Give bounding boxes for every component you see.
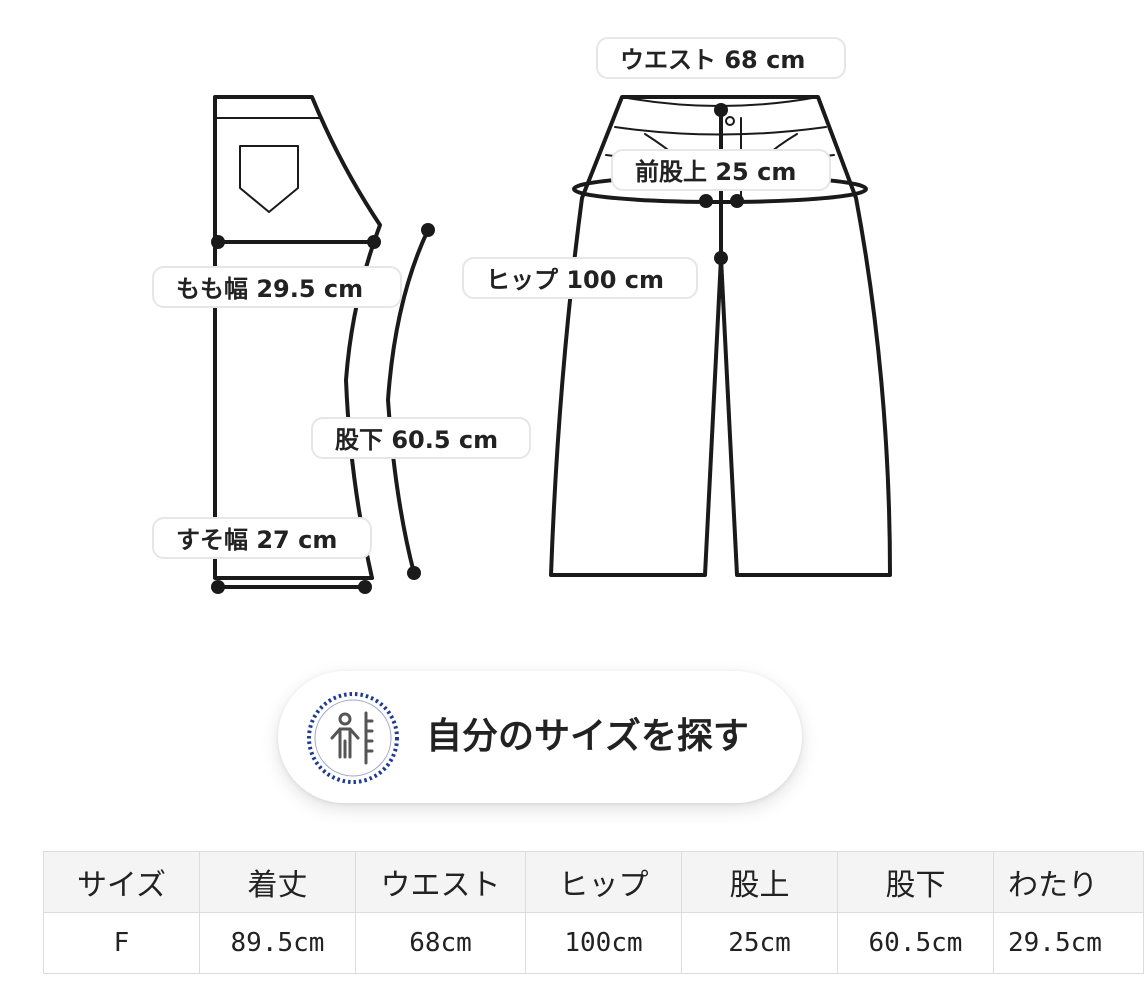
header-size: サイズ — [43, 851, 200, 913]
body-measure-icon — [304, 689, 402, 787]
hem-width-label: すそ幅 27 cm — [152, 517, 372, 559]
header-hip: ヒップ — [525, 851, 682, 913]
size-table-header-row: サイズ 着丈 ウエスト ヒップ 股上 股下 わたり — [43, 851, 1144, 913]
inseam-label: 股下 60.5 cm — [311, 417, 531, 459]
find-my-size-button[interactable]: 自分のサイズを探す — [278, 671, 802, 803]
front-view-pants — [549, 95, 892, 577]
header-inseam: 股下 — [837, 851, 994, 913]
thigh-width-label: もも幅 29.5 cm — [152, 266, 402, 308]
find-my-size-label: 自分のサイズを探す — [426, 716, 749, 757]
cell-thigh: 29.5cm — [993, 912, 1144, 974]
hip-label: ヒップ 100 cm — [462, 257, 698, 299]
side-view-leg — [213, 95, 382, 580]
back-pocket — [239, 145, 299, 213]
front-rise-label: 前股上 25 cm — [611, 149, 831, 191]
cell-rise: 25cm — [681, 912, 838, 974]
cell-waist: 68cm — [355, 912, 526, 974]
table-row: F 89.5cm 68cm 100cm 25cm 60.5cm 29.5cm — [43, 912, 1144, 974]
cell-inseam: 60.5cm — [837, 912, 994, 974]
header-length: 着丈 — [199, 851, 356, 913]
cell-hip: 100cm — [525, 912, 682, 974]
header-waist: ウエスト — [355, 851, 526, 913]
cell-size: F — [43, 912, 200, 974]
waist-label: ウエスト 68 cm — [596, 37, 846, 79]
cell-length: 89.5cm — [199, 912, 356, 974]
inseam-line — [386, 228, 430, 575]
header-thigh: わたり — [993, 851, 1144, 913]
header-rise: 股上 — [681, 851, 838, 913]
size-table: サイズ 着丈 ウエスト ヒップ 股上 股下 わたり F 89.5cm 68cm … — [43, 851, 1144, 975]
measurement-diagram: ウエスト 68 cm 前股上 25 cm ヒップ 100 cm もも幅 29.5… — [152, 37, 892, 594]
